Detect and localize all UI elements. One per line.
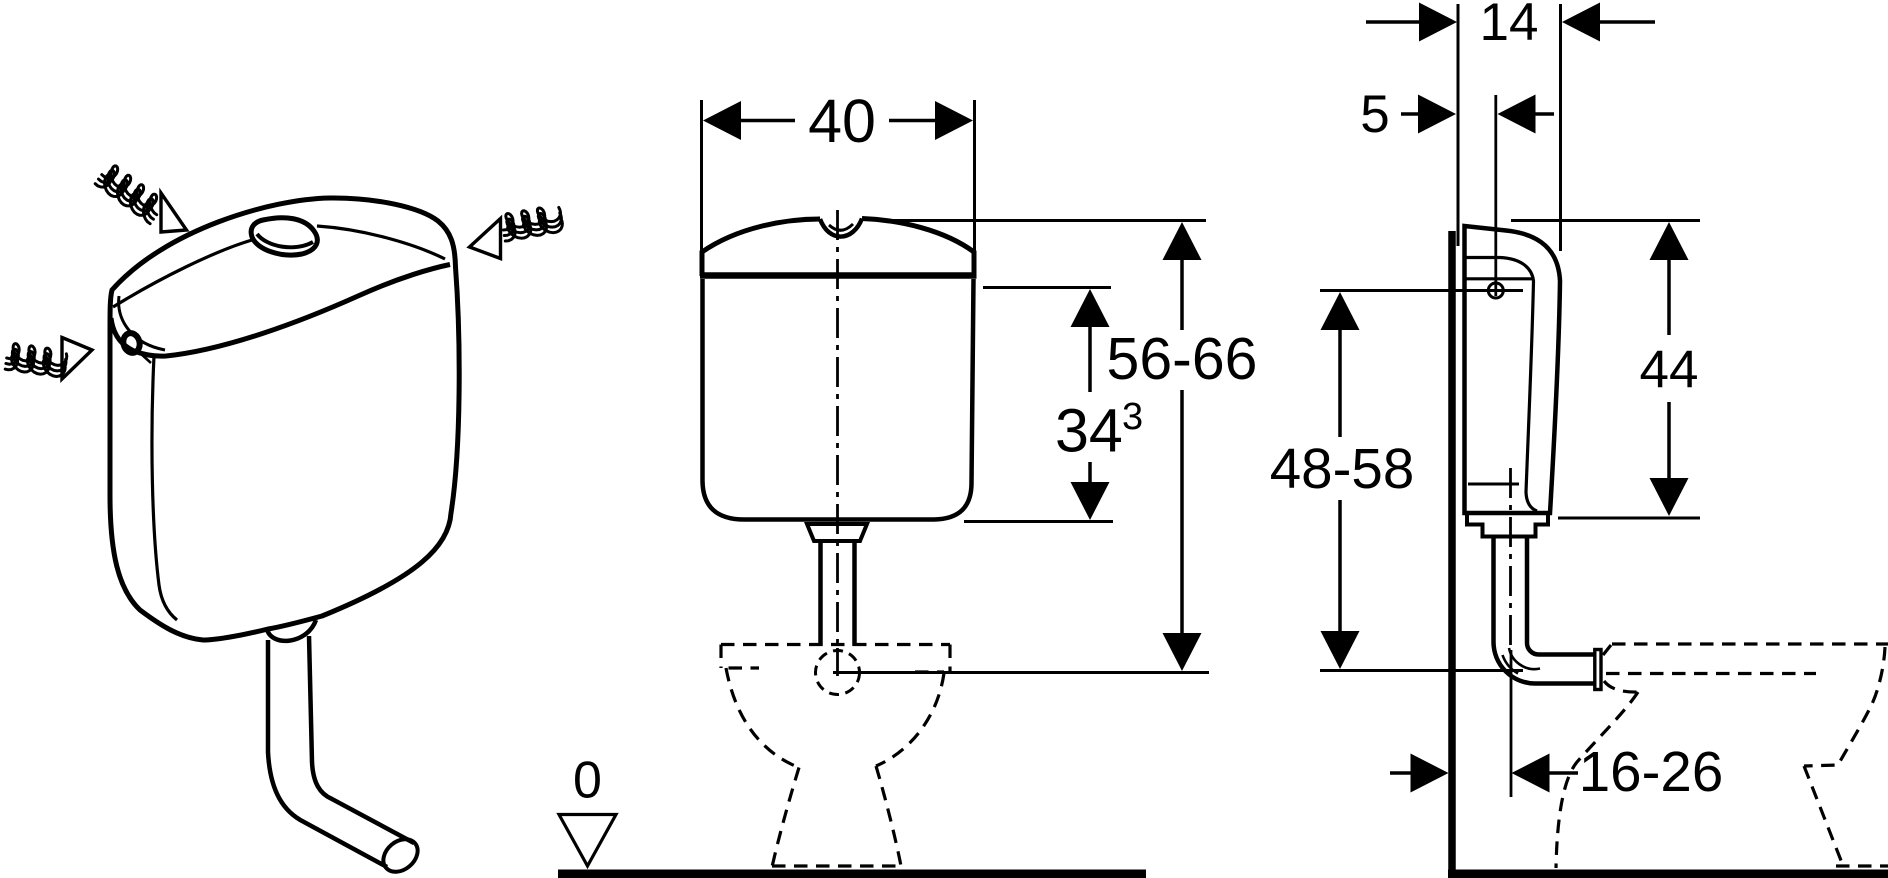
svg-text:14: 14 — [1480, 0, 1539, 52]
svg-text:3: 3 — [1122, 396, 1143, 438]
svg-text:56-66: 56-66 — [1107, 326, 1258, 392]
svg-text:40: 40 — [808, 87, 876, 155]
svg-text:44: 44 — [1640, 341, 1699, 400]
svg-text:34: 34 — [1055, 397, 1123, 465]
svg-text:5: 5 — [1360, 85, 1389, 144]
svg-text:48-58: 48-58 — [1270, 437, 1415, 500]
svg-text:16-26: 16-26 — [1579, 740, 1724, 803]
svg-text:0: 0 — [573, 752, 602, 810]
